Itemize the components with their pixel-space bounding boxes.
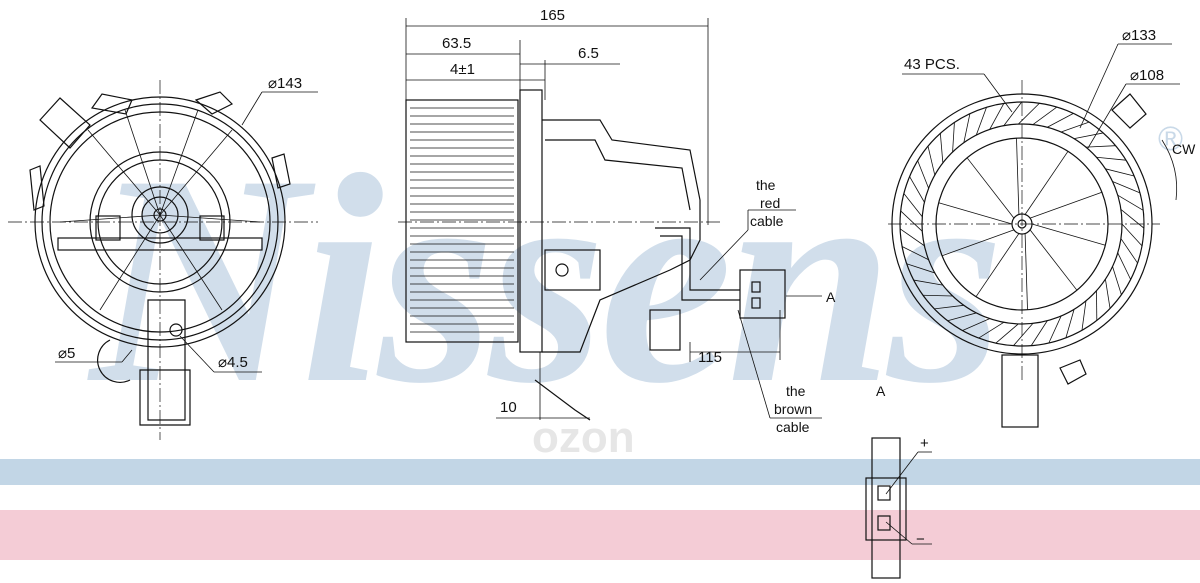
drawing-line xyxy=(899,228,925,247)
diameter-108: ⌀108 xyxy=(1130,67,1164,84)
drawing-line xyxy=(1112,266,1122,295)
connector-view-title: A xyxy=(876,383,886,399)
drawing-line xyxy=(1117,194,1144,211)
red-cable-label-2: red xyxy=(760,195,780,211)
hole-diameter-5: ⌀5 xyxy=(58,345,75,362)
drawing-line xyxy=(995,323,1019,344)
brown-cable-label-3: cable xyxy=(776,419,810,435)
brown-cable-label-2: brown xyxy=(774,401,812,417)
drawing-line xyxy=(1060,121,1090,133)
drawing-line xyxy=(927,146,936,176)
drawing-line xyxy=(947,312,977,322)
drawing-line xyxy=(941,229,1015,257)
dimension-6-5: 6.5 xyxy=(578,45,599,62)
drawing-line xyxy=(1085,145,1116,148)
drawing-line xyxy=(1024,233,1028,310)
drawing-line xyxy=(1013,323,1034,346)
drawing-line xyxy=(1105,279,1111,309)
dimension-10: 10 xyxy=(500,399,517,416)
drawing-line xyxy=(913,279,943,286)
drawing-line xyxy=(1029,229,1078,291)
ozon-watermark: ozon xyxy=(532,413,635,462)
drawing-line xyxy=(1024,151,1069,215)
diameter-133: ⌀133 xyxy=(1122,27,1156,44)
drawing-line xyxy=(901,246,929,261)
drawing-line xyxy=(1096,156,1127,161)
drawing-line xyxy=(1032,106,1058,125)
dimension-63-5: 63.5 xyxy=(442,35,471,52)
minus-terminal-label: − xyxy=(916,531,925,548)
drawing-line xyxy=(1029,191,1103,219)
drawing-line xyxy=(938,202,1013,225)
drawing-line xyxy=(978,321,1005,339)
side-view-motor: 165 63.5 4±1 6.5 A the red cable xyxy=(398,7,836,435)
drawing-line xyxy=(900,210,923,232)
drawing-line xyxy=(1112,181,1141,194)
drawing-line xyxy=(1030,320,1048,346)
drawing-line xyxy=(1074,132,1104,140)
drawing-line xyxy=(1117,252,1132,280)
drawing-line xyxy=(934,304,964,310)
front-view-motor: ⌀143 ⌀5 ⌀4.5 xyxy=(8,75,318,440)
drawing-line xyxy=(966,157,1015,219)
drawing-line xyxy=(922,294,953,297)
drawing-line xyxy=(1105,168,1135,177)
registered-mark: ® xyxy=(1158,120,1183,158)
rear-view-impeller: 43 PCS. ⌀133 ⌀108 CW xyxy=(888,27,1196,428)
red-cable-label-3: cable xyxy=(750,213,784,229)
drawing-line xyxy=(1016,138,1020,215)
drawing-line xyxy=(1048,315,1062,344)
drawing-line xyxy=(1081,300,1087,331)
hole-diameter-4-5: ⌀4.5 xyxy=(218,354,248,371)
drawing-line xyxy=(952,122,955,153)
rotation-cw-label: CW xyxy=(1172,141,1196,157)
blade-count: 43 PCS. xyxy=(904,56,960,73)
dimension-115: 115 xyxy=(698,349,722,366)
drawing-line xyxy=(917,160,929,189)
brown-cable-label-1: the xyxy=(786,383,806,399)
section-marker-a: A xyxy=(826,289,836,305)
dimension-4-tolerance: 4±1 xyxy=(450,61,475,78)
drawing-line xyxy=(1121,223,1143,247)
drawing-line xyxy=(903,193,923,217)
front-diameter-143: ⌀143 xyxy=(268,75,302,92)
drawing-line xyxy=(939,133,944,163)
drawing-line xyxy=(1065,309,1075,338)
drawing-line xyxy=(975,107,987,136)
pink-band xyxy=(0,510,1200,560)
drawing-line xyxy=(909,176,925,203)
drawing-line xyxy=(1120,238,1138,264)
drawing-line xyxy=(1120,209,1145,229)
overall-length-165: 165 xyxy=(540,7,565,24)
plus-terminal-label: + xyxy=(920,435,929,452)
drawing-line xyxy=(989,103,1005,130)
blue-band xyxy=(0,459,1200,485)
drawing-line xyxy=(962,318,990,331)
drawing-line xyxy=(1018,102,1040,125)
drawing-line xyxy=(906,263,935,274)
drawing-line xyxy=(1031,223,1106,246)
drawing-line xyxy=(1047,113,1074,128)
drawing-line xyxy=(963,113,971,143)
drawing-line xyxy=(1003,101,1022,126)
connector-detail-view: A + − xyxy=(865,383,932,579)
red-cable-label-1: the xyxy=(756,177,776,193)
drawing-line xyxy=(975,233,1020,297)
